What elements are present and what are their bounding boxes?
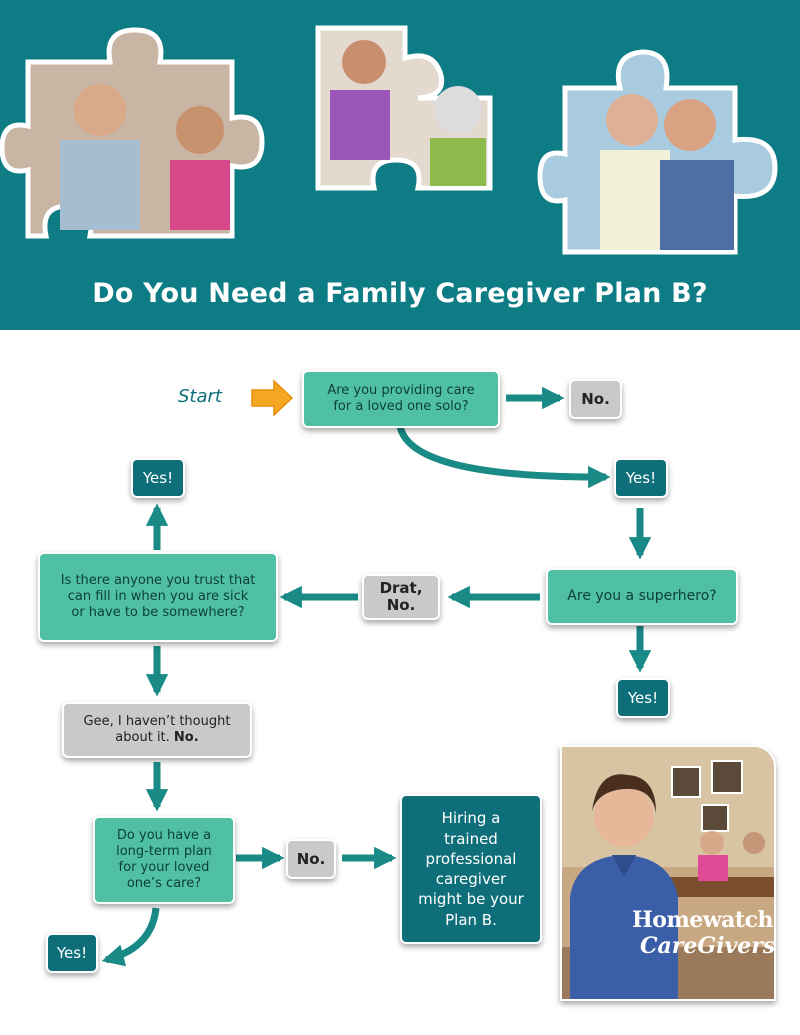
question-solo-text: Are you providing care for a loved one s… <box>327 382 475 414</box>
answer-gee-no: No. <box>173 730 199 745</box>
answer-no-plan-text: No. <box>296 849 326 868</box>
answer-yes-superhero-text: Yes! <box>627 688 659 707</box>
answer-yes-trust-text: Yes! <box>142 468 174 487</box>
header-banner: Do You Need a Family Caregiver Plan B? <box>0 0 800 330</box>
puzzle-piece-seniors-photo <box>537 49 778 255</box>
arrow-plan-to-yes <box>101 907 160 967</box>
caregiver-photo: Homewatch CareGivers <box>560 745 776 1001</box>
question-trust-box: Is there anyone you trust that can fill … <box>38 552 278 642</box>
puzzle-piece-caregiver-photo <box>315 25 493 191</box>
answer-gee-box: Gee, I haven’t thought about it. No. <box>62 702 252 758</box>
flowchart: Start Are you providing care for a loved… <box>0 330 800 1035</box>
answer-yes-box: Yes! <box>614 458 668 498</box>
answer-no-box: No. <box>569 379 622 419</box>
answer-yes-superhero-box: Yes! <box>616 678 670 718</box>
answer-yes-plan-text: Yes! <box>56 943 88 962</box>
start-arrow-icon <box>251 379 294 417</box>
answer-yes-plan-box: Yes! <box>46 933 98 973</box>
logo-line1: Homewatch <box>632 907 773 933</box>
question-solo-box: Are you providing care for a loved one s… <box>302 370 500 428</box>
question-superhero-box: Are you a superhero? <box>546 568 738 625</box>
puzzle-photos <box>0 25 778 255</box>
answer-drat-no-text: Drat, No. <box>379 578 423 614</box>
logo-line2: CareGivers <box>640 933 776 959</box>
question-trust-text: Is there anyone you trust that can fill … <box>60 572 256 621</box>
hire-caregiver-box: Hiring a trained professional caregiver … <box>400 794 542 944</box>
caregiver-photo-art <box>562 747 774 999</box>
question-plan-box: Do you have a long-term plan for your lo… <box>93 816 235 904</box>
answer-no-plan-box: No. <box>286 839 336 879</box>
question-plan-text: Do you have a long-term plan for your lo… <box>116 827 212 892</box>
answer-gee-text: Gee, I haven’t thought about it. No. <box>83 713 231 745</box>
answer-drat-no-box: Drat, No. <box>362 574 440 620</box>
answer-yes-text: Yes! <box>625 468 657 487</box>
puzzle-piece-couple-photo <box>0 27 265 239</box>
page-title: Do You Need a Family Caregiver Plan B? <box>92 278 708 309</box>
answer-no-text: No. <box>581 389 610 408</box>
question-superhero-text: Are you a superhero? <box>567 587 717 604</box>
flow-arrows <box>101 379 652 967</box>
answer-yes-trust-box: Yes! <box>131 458 185 498</box>
hire-caregiver-text: Hiring a trained professional caregiver … <box>418 809 524 929</box>
arrow-solo-to-yes <box>396 425 611 489</box>
start-label: Start <box>178 386 222 407</box>
